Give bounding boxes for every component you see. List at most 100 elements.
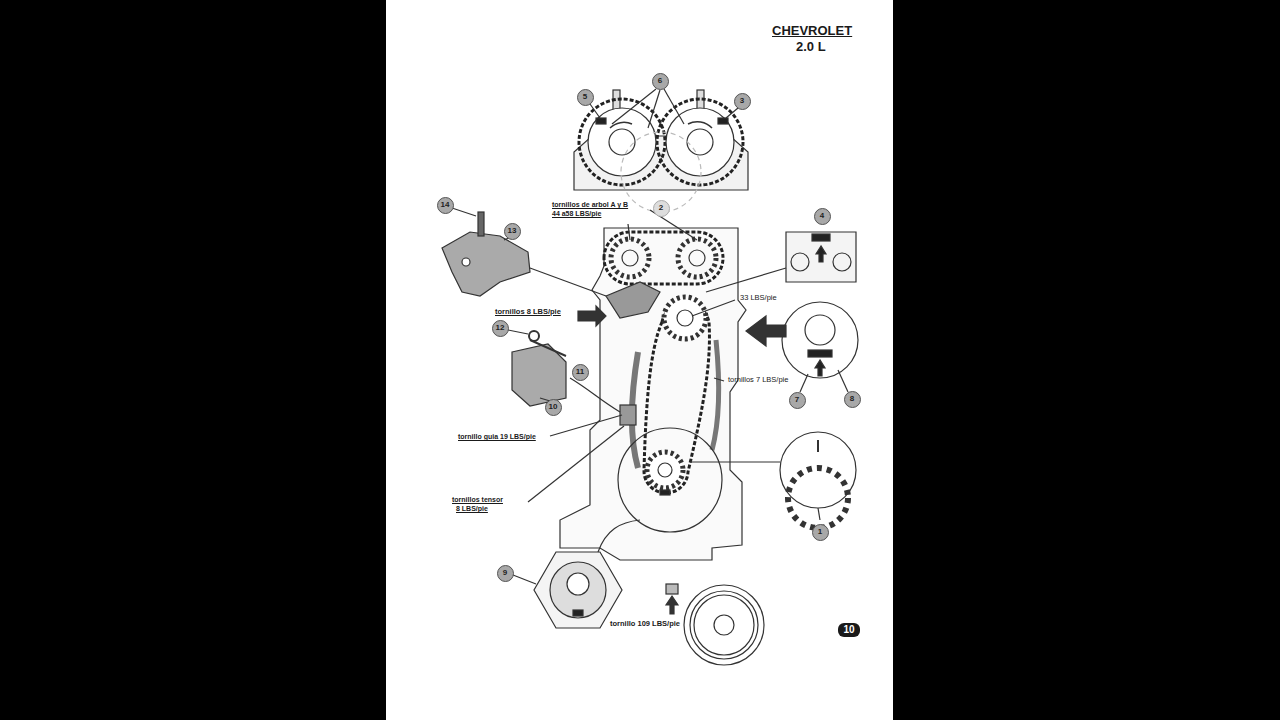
crank-pulley [684, 585, 764, 665]
leader-line [818, 508, 820, 520]
sprocket-detail [786, 232, 856, 282]
pointer-arrow [666, 596, 678, 614]
callout-number: 13 [508, 227, 517, 235]
sprocket-hole [791, 253, 809, 271]
leader-line [528, 426, 624, 502]
leader-line [570, 378, 620, 412]
callout-circle: 2 [653, 200, 670, 217]
pulley-bolt [666, 584, 678, 594]
callout-circle: 3 [734, 93, 751, 110]
callout-circle: 7 [789, 392, 806, 409]
callout-circle: 8 [844, 391, 861, 408]
crank-hub [550, 562, 606, 618]
leader-line [590, 104, 600, 118]
pin-ring [529, 331, 539, 341]
idler-sprocket [664, 297, 706, 339]
callout-number: 14 [441, 201, 450, 209]
leader-line [726, 108, 738, 118]
timing-mark [596, 118, 606, 124]
torque-label: 2.0 L [796, 40, 826, 54]
sprocket-hub [689, 250, 705, 266]
sprocket-hole [833, 253, 851, 271]
pulley-groove [690, 591, 758, 659]
sprocket-detail [782, 302, 858, 378]
front-cover-seal [618, 428, 722, 532]
callout-number: 7 [795, 396, 799, 404]
engine-drawing [442, 89, 858, 665]
torque-label: tornillos 7 LBS/pie [728, 376, 788, 384]
chain-tensioner [620, 405, 636, 425]
torque-label: tornillos tensor [452, 496, 503, 504]
page-number-badge: 10 [838, 623, 860, 637]
callout-number: 10 [549, 403, 558, 411]
leader-line [508, 330, 528, 334]
sprocket-hub [622, 250, 638, 266]
leader-line [598, 520, 640, 552]
torque-label: 33 LBS/pie [740, 294, 777, 302]
leader-line [838, 370, 848, 392]
tensioner-inset [442, 232, 530, 296]
timing-mark [660, 490, 670, 495]
hub-inset [534, 552, 622, 628]
leader-line [664, 89, 684, 124]
callout-circle: 1 [812, 524, 829, 541]
crank-sprocket [647, 452, 683, 488]
callout-number: 3 [740, 97, 744, 105]
timing-mark [812, 234, 830, 241]
leader-line [692, 300, 735, 316]
timing-mark [573, 610, 583, 616]
timing-mark [808, 350, 832, 357]
pulley-hub [714, 615, 734, 635]
tensioner-arm [606, 282, 660, 318]
timing-mark [718, 118, 728, 124]
callout-number: 5 [583, 93, 587, 101]
retaining-pin [530, 340, 566, 356]
torque-label: tornillos 8 LBS/pie [495, 308, 561, 316]
sprocket-teeth [611, 239, 649, 277]
chain-guide [712, 340, 719, 450]
leader-line [612, 89, 656, 124]
callout-number: 1 [818, 528, 822, 536]
callout-circle: 4 [814, 208, 831, 225]
mark-arrow [815, 360, 825, 376]
pulley-groove [694, 595, 754, 655]
callout-circle: 10 [545, 399, 562, 416]
timing-mark [817, 440, 819, 452]
callout-number: 8 [850, 395, 854, 403]
callout-circle: 6 [652, 73, 669, 90]
torque-label: tornillo 109 LBS/pie [610, 620, 680, 628]
cam-sprocket [588, 108, 656, 176]
idler-hub [677, 310, 693, 326]
crank-hub [658, 463, 672, 477]
callout-circle: 11 [572, 364, 589, 381]
cam-chain [579, 99, 665, 185]
crank-bore [567, 573, 589, 595]
pointer-arrow [578, 306, 606, 326]
leader-line [452, 208, 476, 216]
callout-number: 11 [576, 368, 584, 376]
crank-teeth [788, 468, 848, 528]
leader-line [690, 461, 780, 462]
leader-line [550, 415, 622, 436]
leader-line [706, 268, 786, 292]
leader-line [513, 575, 536, 584]
rotation-arrow [688, 122, 712, 128]
callout-number: 12 [496, 324, 505, 332]
torque-label: tornillo guia 19 LBS/pie [458, 433, 536, 441]
callout-number: 9 [503, 569, 507, 577]
leader-line [648, 90, 660, 128]
sprocket-teeth [678, 239, 716, 277]
title: CHEVROLET [772, 24, 852, 38]
callout-number: 4 [820, 212, 824, 220]
mark-arrow [816, 246, 826, 262]
sprocket-hub [805, 315, 835, 345]
page [386, 0, 893, 720]
bolt [478, 212, 484, 236]
upper-chain [604, 232, 723, 284]
leader-line [530, 268, 606, 296]
pointer-arrow [746, 316, 786, 346]
torque-label: 44 a58 LBS/pie [552, 210, 601, 218]
callout-number: 2 [659, 204, 663, 212]
